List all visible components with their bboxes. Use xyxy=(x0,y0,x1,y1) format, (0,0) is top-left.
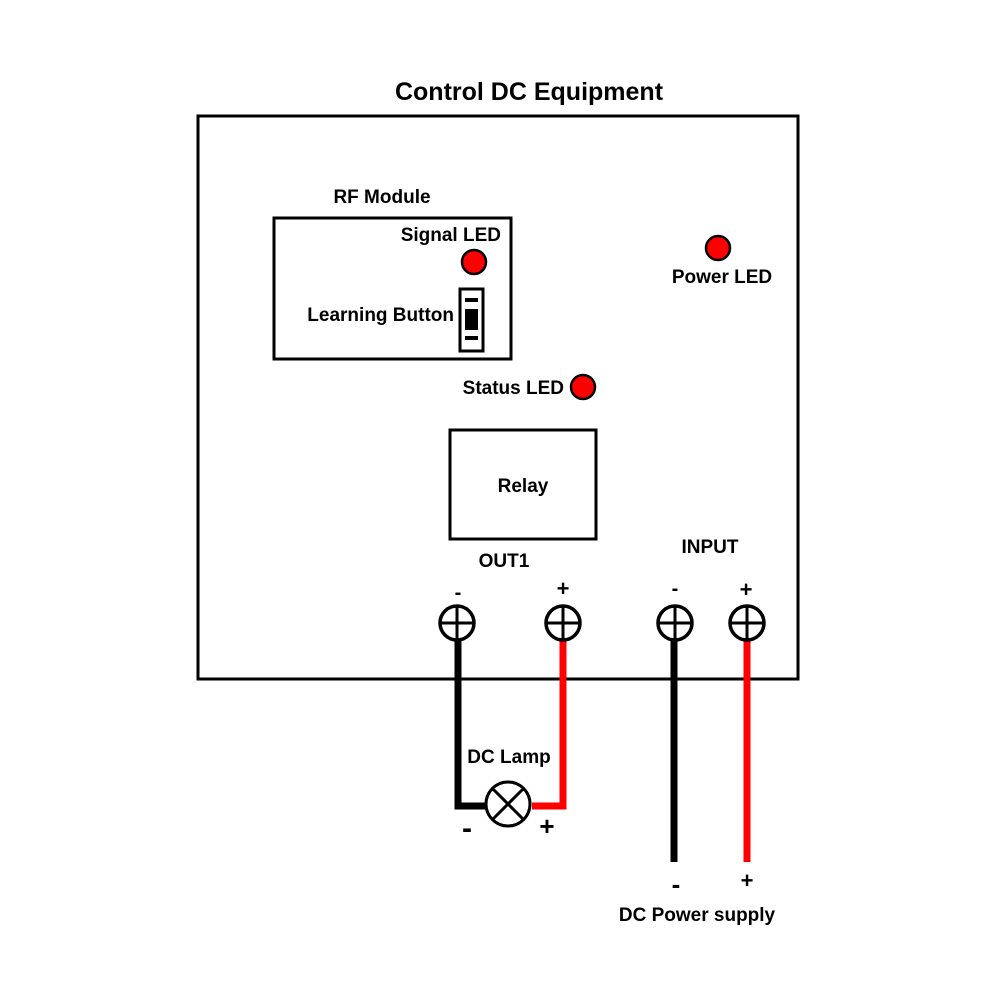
status-led-label: Status LED xyxy=(463,378,564,399)
learning-button-core xyxy=(465,309,478,330)
rf-module-label: RF Module xyxy=(333,187,430,208)
out1-positive-terminal xyxy=(544,604,582,642)
learning-button-bottom-bar xyxy=(465,336,478,340)
dc-power-supply-label: DC Power supply xyxy=(619,905,776,926)
out1-positive-mark: + xyxy=(557,576,570,601)
equipment-enclosure xyxy=(196,114,800,681)
learning-button-top-bar xyxy=(465,298,478,302)
signal-led-label: Signal LED xyxy=(401,225,501,246)
input-label: INPUT xyxy=(682,537,739,558)
out1-label: OUT1 xyxy=(479,551,530,572)
out1-negative-mark: - xyxy=(455,582,462,604)
relay-label: Relay xyxy=(498,476,549,497)
relay-box xyxy=(448,428,598,541)
supply-positive-mark: + xyxy=(741,868,754,893)
power-led-icon xyxy=(704,234,732,262)
learning-button-icon[interactable] xyxy=(458,287,485,353)
signal-led-icon xyxy=(460,248,488,276)
lamp-positive-mark: + xyxy=(539,811,554,841)
status-led-icon xyxy=(569,373,597,401)
lamp-positive-wire xyxy=(532,638,567,810)
out1-negative-terminal xyxy=(438,604,476,642)
rf-module-box xyxy=(272,216,513,361)
input-positive-terminal xyxy=(728,604,766,642)
supply-negative-mark: - xyxy=(672,869,681,899)
lamp-icon xyxy=(484,780,532,828)
diagram-title: Control DC Equipment xyxy=(395,78,664,106)
learning-button-label: Learning Button xyxy=(307,305,454,326)
input-negative-terminal xyxy=(656,604,694,642)
lamp-negative-mark: - xyxy=(462,812,472,845)
dc-lamp-label: DC Lamp xyxy=(467,747,550,768)
power-led-label: Power LED xyxy=(672,267,772,288)
input-negative-mark: - xyxy=(672,578,679,600)
lamp-negative-wire xyxy=(454,638,486,810)
input-positive-mark: + xyxy=(740,577,753,602)
